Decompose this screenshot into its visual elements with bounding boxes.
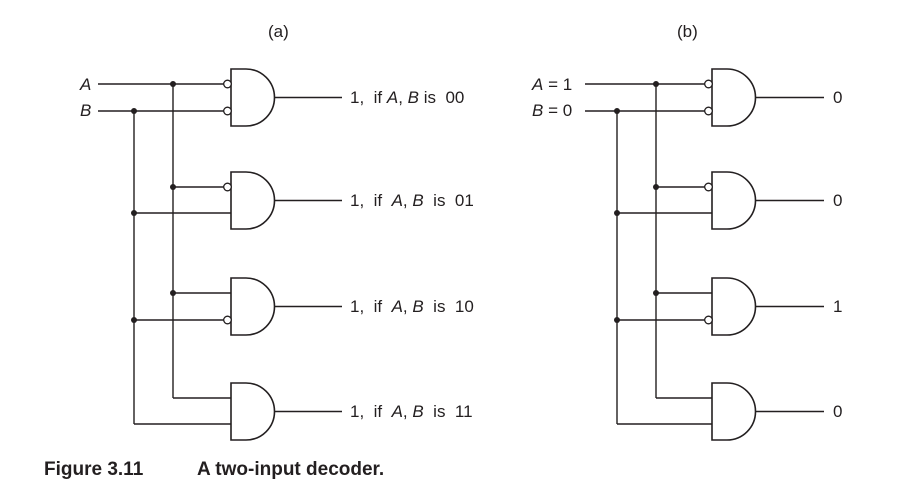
caption-number: Figure 3.11 (44, 459, 144, 480)
input-b-value-label: B = 0 (532, 101, 572, 120)
input-a-value-label: A = 1 (531, 75, 572, 94)
junction-dots-b (614, 81, 659, 323)
panel-b: (b) A = 1 B = 0 (531, 22, 842, 441)
and-gate-b-00 (704, 68, 824, 127)
and-gate-a-00 (223, 68, 342, 127)
and-gate-b-10 (704, 277, 824, 336)
panel-b-tag: (b) (677, 22, 698, 41)
panel-a-tag: (a) (268, 22, 289, 41)
and-gate-a-11 (230, 382, 342, 441)
and-gate-b-01 (704, 171, 824, 230)
input-wires-b (585, 83, 712, 425)
output-label-11: 1, if A, B is 11 (350, 402, 473, 421)
input-a-label: A (79, 75, 91, 94)
and-gate-a-01 (223, 171, 342, 230)
output-label-01: 1, if A, B is 01 (350, 191, 474, 210)
figure-caption: Figure 3.11 A two-input decoder. (44, 459, 384, 480)
output-value-2: 1 (833, 297, 842, 316)
input-b-label: B (80, 101, 91, 120)
junction-dots-a (131, 81, 176, 323)
and-gate-a-10 (223, 277, 342, 336)
output-value-3: 0 (833, 402, 842, 421)
and-gate-b-11 (711, 382, 824, 441)
output-label-00: 1, if A, B is 00 (350, 88, 464, 107)
caption-text: A two-input decoder. (197, 459, 384, 480)
panel-a: (a) A B (79, 22, 474, 441)
input-wires-a (98, 83, 231, 425)
output-value-1: 0 (833, 191, 842, 210)
output-label-10: 1, if A, B is 10 (350, 297, 474, 316)
output-value-0: 0 (833, 88, 842, 107)
